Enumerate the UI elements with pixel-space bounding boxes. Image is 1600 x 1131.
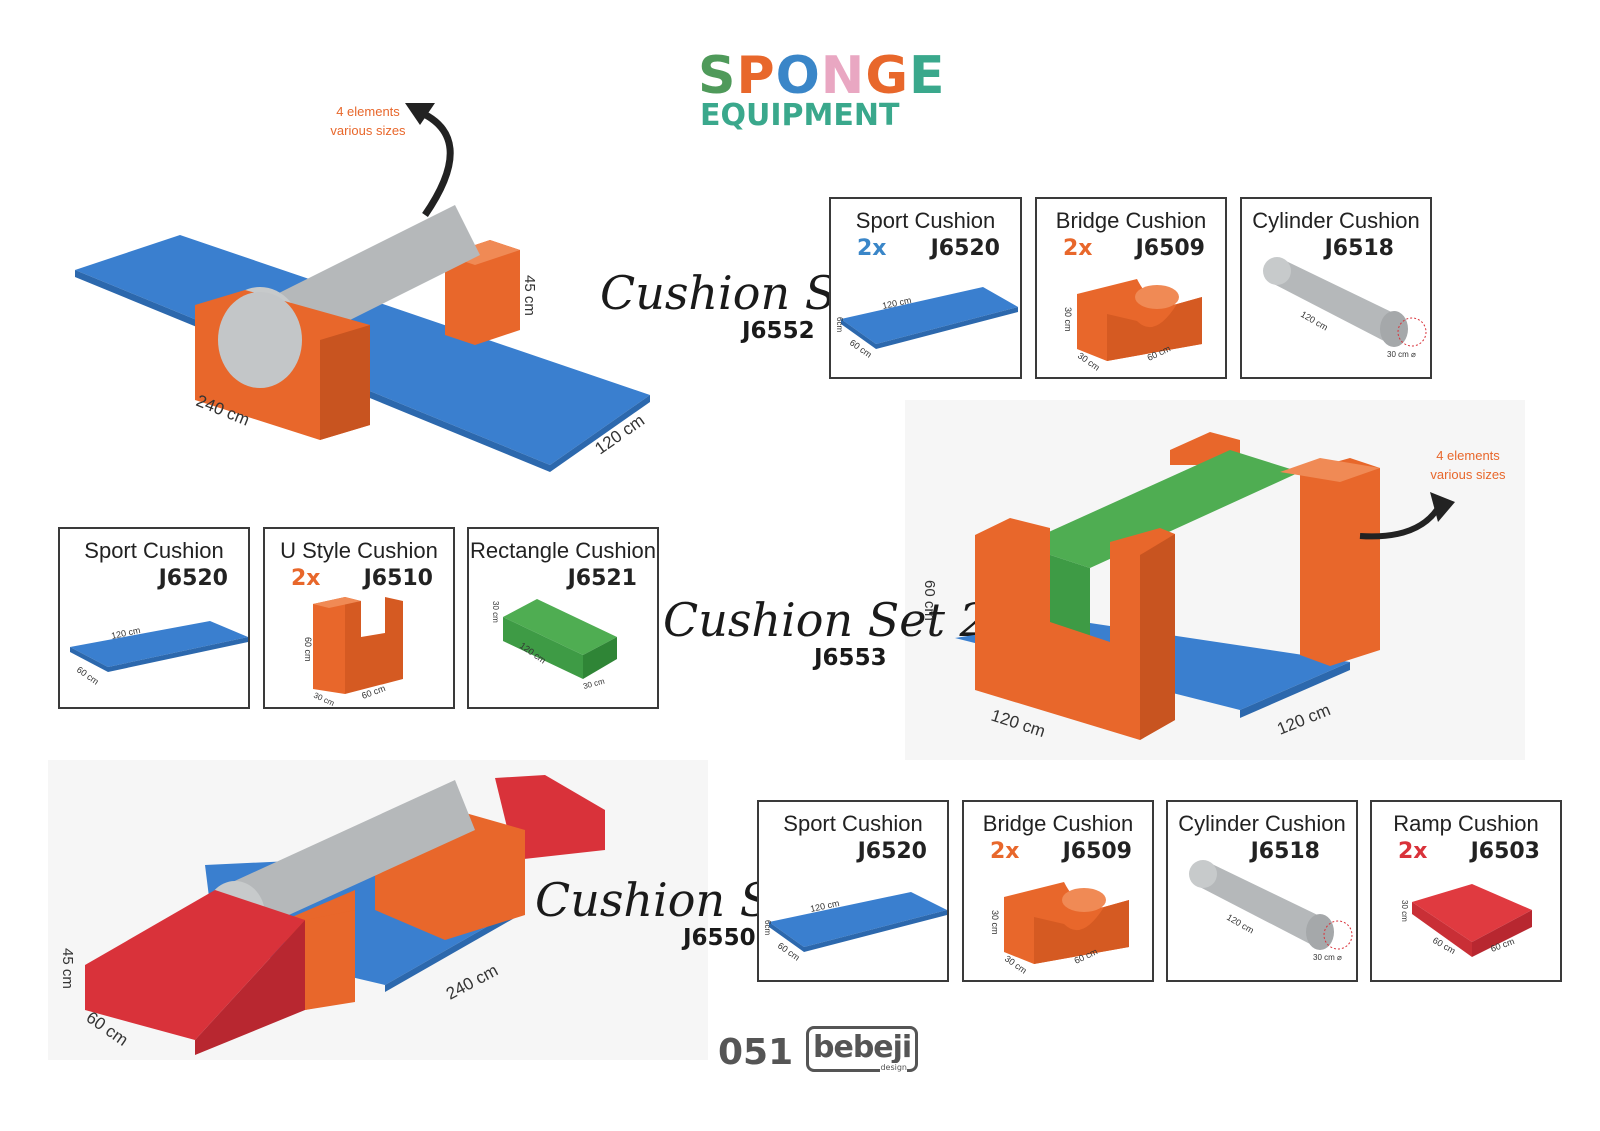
- dim-label: 30 cm: [312, 691, 336, 709]
- card-code: J6503: [1470, 839, 1540, 864]
- dim-label: 30 cm ⌀: [1387, 350, 1416, 359]
- u-style-cushion-icon: 60 cm 30 cm 60 cm: [303, 597, 403, 709]
- set2-dim-height: 60 cm: [921, 580, 938, 621]
- bridge-cushion-icon: 30 cm 30 cm 60 cm: [990, 882, 1129, 976]
- set3-dim-height: 45 cm: [59, 948, 76, 989]
- dim-label: 30 cm: [990, 910, 1000, 935]
- card-qty: 2x: [990, 839, 1020, 864]
- card-title: Ramp Cushion: [1393, 811, 1539, 836]
- card-qty: 2x: [291, 566, 321, 591]
- dim-label: 60 cm: [303, 637, 313, 662]
- card-code: J6521: [567, 566, 637, 591]
- logo-equipment: EQUIPMENT: [700, 98, 900, 133]
- set1-dim-height: 45 cm: [521, 275, 538, 316]
- card-code: J6509: [1135, 236, 1205, 261]
- card-qty: 2x: [1063, 236, 1093, 261]
- dim-label: 120 cm: [1299, 309, 1330, 332]
- logo-sponge: SPONGE: [698, 50, 946, 102]
- dim-label: 30 cm: [1400, 900, 1409, 922]
- card-title: U Style Cushion: [280, 538, 438, 563]
- card-title: Cylinder Cushion: [1252, 208, 1420, 233]
- card-title: Cylinder Cushion: [1178, 811, 1346, 836]
- card-title: Sport Cushion: [84, 538, 224, 563]
- sport-cushion-icon: 120 cm 60 cm: [70, 621, 248, 687]
- note-line: 4 elements: [336, 104, 400, 119]
- ramp-cushion-icon: 30 cm 60 cm 60 cm: [1400, 884, 1532, 957]
- set1-render: 45 cm 240 cm 120 cm: [75, 103, 650, 472]
- bridge-cushion-icon: 30 cm 30 cm 60 cm: [1063, 279, 1202, 373]
- cylinder-cushion-icon: 120 cm 30 cm ⌀: [1189, 860, 1353, 962]
- logo-letter: P: [736, 46, 776, 106]
- logo-letter: O: [775, 46, 821, 106]
- card-rectangle-cushion: Rectangle Cushion J6521 30 cm 120 cm 30 …: [467, 527, 659, 709]
- card-code: J6518: [1324, 236, 1394, 261]
- card-title: Sport Cushion: [783, 811, 923, 836]
- card-title: Bridge Cushion: [982, 811, 1134, 836]
- set2-code: J6553: [814, 645, 887, 671]
- dim-label: 120 cm: [1225, 912, 1256, 935]
- note-line: various sizes: [330, 123, 406, 138]
- note-line: 4 elements: [1436, 448, 1500, 463]
- card-code: J6520: [158, 566, 228, 591]
- card-title: Bridge Cushion: [1055, 208, 1207, 233]
- dim-label: 30 cm ⌀: [1313, 953, 1342, 962]
- logo-letter: N: [820, 46, 866, 106]
- card-title: Rectangle Cushion: [470, 538, 656, 563]
- card-sport-cushion: Sport Cushion J6520 120 cm 6cm 60 cm: [757, 800, 949, 982]
- set3-dim-length: 240 cm: [443, 961, 501, 1004]
- set3-render: 45 cm 60 cm 240 cm: [59, 775, 605, 1055]
- card-code: J6520: [857, 839, 927, 864]
- dim-label: 60 cm: [75, 664, 101, 686]
- set3-code: J6550: [683, 925, 756, 951]
- card-code: J6518: [1250, 839, 1320, 864]
- set2-label: Cushion Set 2: [663, 593, 989, 647]
- sport-cushion-icon: 120 cm 6cm 60 cm: [763, 892, 947, 963]
- dim-label: 6cm: [763, 920, 772, 935]
- logo-letter: E: [909, 46, 946, 106]
- card-u-style-cushion: U Style Cushion 2x J6510 60 cm 30 cm 60 …: [263, 527, 455, 709]
- card-qty: 2x: [1398, 839, 1428, 864]
- card-cylinder-cushion: Cylinder Cushion J6518 120 cm 30 cm ⌀: [1240, 197, 1432, 379]
- dim-label: 30 cm: [491, 601, 500, 623]
- set1-code: J6552: [742, 318, 815, 344]
- card-bridge-cushion: Bridge Cushion 2x J6509 30 cm 30 cm 60 c…: [962, 800, 1154, 982]
- card-ramp-cushion: Ramp Cushion 2x J6503 30 cm 60 cm 60 cm: [1370, 800, 1562, 982]
- card-qty: 2x: [857, 236, 887, 261]
- set2-dim-right: 120 cm: [1274, 700, 1333, 739]
- dim-label: 6cm: [835, 317, 844, 332]
- card-bridge-cushion: Bridge Cushion 2x J6509 30 cm 30 cm 60 c…: [1035, 197, 1227, 379]
- card-code: J6509: [1062, 839, 1132, 864]
- card-cylinder-cushion: Cylinder Cushion J6518 120 cm 30 cm ⌀: [1166, 800, 1358, 982]
- set1-note: 4 elements various sizes: [318, 102, 418, 140]
- cylinder-cushion-icon: 120 cm 30 cm ⌀: [1263, 257, 1427, 359]
- sport-cushion-icon: 120 cm 6cm 60 cm: [835, 287, 1018, 360]
- brand-name: bebeji: [813, 1030, 912, 1065]
- card-title: Sport Cushion: [855, 208, 996, 233]
- dim-label: 30 cm: [1063, 307, 1073, 332]
- set2-render: 60 cm 120 cm 120 cm: [921, 432, 1455, 741]
- logo-letter: G: [865, 46, 910, 106]
- set2-dim-left: 120 cm: [989, 706, 1048, 741]
- set2-note: 4 elements various sizes: [1418, 446, 1518, 484]
- page-number: 051: [718, 1032, 794, 1073]
- dim-label: 30 cm: [582, 677, 606, 691]
- card-sport-cushion: Sport Cushion J6520 120 cm 60 cm: [58, 527, 250, 709]
- card-code: J6510: [363, 566, 433, 591]
- note-line: various sizes: [1430, 467, 1506, 482]
- logo-letter: S: [698, 46, 737, 106]
- brand-logo: bebeji design: [806, 1026, 918, 1072]
- brand-sub: design: [880, 1063, 907, 1072]
- card-sport-cushion: Sport Cushion 2x J6520 120 cm 6cm 60 cm: [829, 197, 1022, 379]
- rectangle-cushion-icon: 30 cm 120 cm 30 cm: [491, 599, 617, 691]
- card-code: J6520: [930, 236, 1000, 261]
